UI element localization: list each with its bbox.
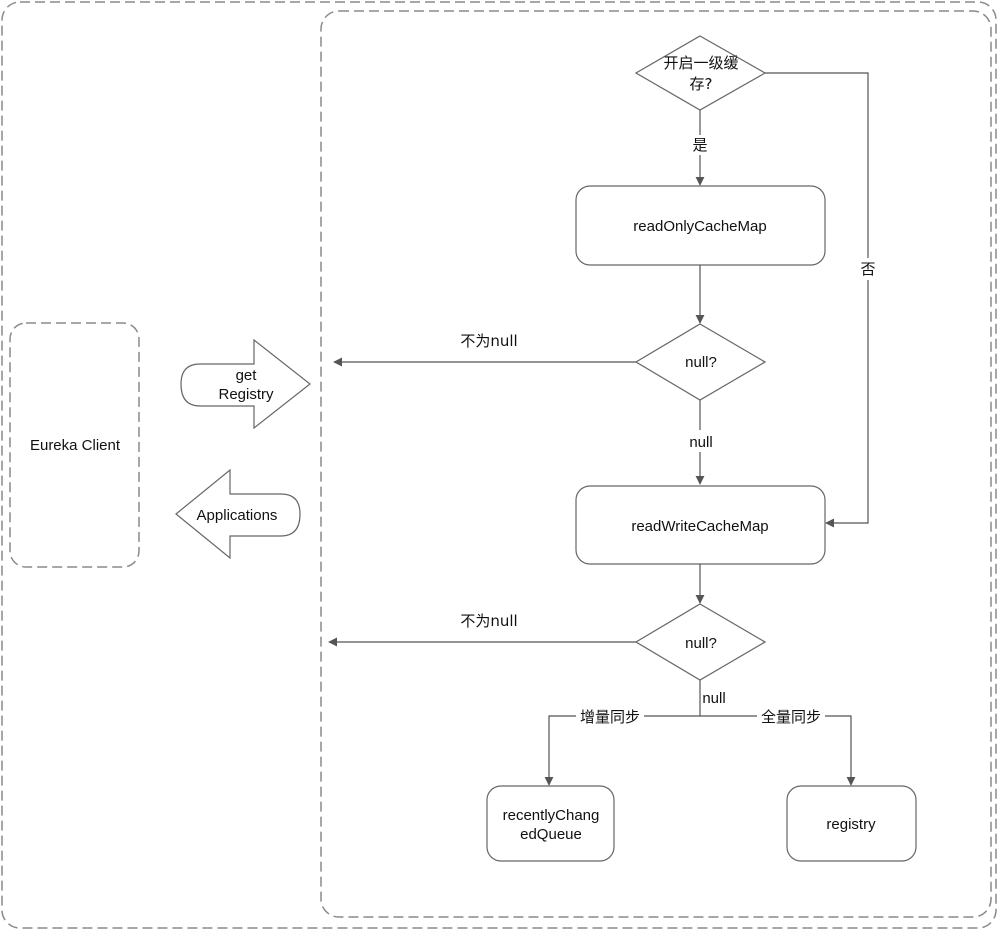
not-null-label-2: 不为null: [460, 612, 517, 630]
get-registry-label-line1: get: [236, 367, 258, 384]
not-null-label-1: 不为null: [460, 332, 517, 350]
no-connector: [765, 72, 869, 528]
get-registry-arrow: [180, 338, 311, 430]
null-label-1: null: [689, 434, 712, 451]
read-write-cache-map-label: readWriteCacheMap: [631, 518, 768, 535]
registry-label: registry: [826, 816, 876, 833]
null-label-2: null: [702, 690, 725, 707]
read-only-cache-map-label: readOnlyCacheMap: [633, 218, 766, 235]
decision-null-2-label: null?: [685, 635, 717, 652]
incremental-sync-connector: [544, 715, 700, 786]
full-sync-label-bg: [757, 707, 825, 727]
eureka-client-label: Eureka Client: [30, 437, 121, 454]
incremental-sync-label: 增量同步: [580, 708, 640, 726]
no-label: 否: [860, 260, 875, 278]
decision-null-1-label: null?: [685, 354, 717, 371]
applications-label: Applications: [197, 507, 278, 524]
applications-arrow: [175, 468, 301, 560]
eureka-client-box: [9, 322, 140, 568]
decision-cache-text-line2: 存?: [690, 75, 713, 93]
yes-label-bg: [688, 135, 712, 155]
decision-cache-text-line1: 开启一级缓: [663, 54, 738, 72]
full-sync-label: 全量同步: [761, 708, 821, 726]
full-sync-connector: [700, 715, 856, 786]
yes-label: 是: [692, 136, 707, 154]
recently-changed-queue-label-line2: edQueue: [520, 826, 582, 843]
null-label-1-bg: [682, 430, 720, 452]
registry-box: [786, 785, 917, 862]
get-registry-label-line2: Registry: [218, 386, 274, 403]
incremental-sync-label-bg: [576, 707, 644, 727]
no-label-bg: [856, 258, 880, 280]
server-container: [320, 10, 992, 918]
recently-changed-queue-box: [486, 785, 615, 862]
recently-changed-queue-label-line1: recentlyChang: [503, 807, 600, 824]
decision-cache-enabled: [634, 35, 767, 111]
